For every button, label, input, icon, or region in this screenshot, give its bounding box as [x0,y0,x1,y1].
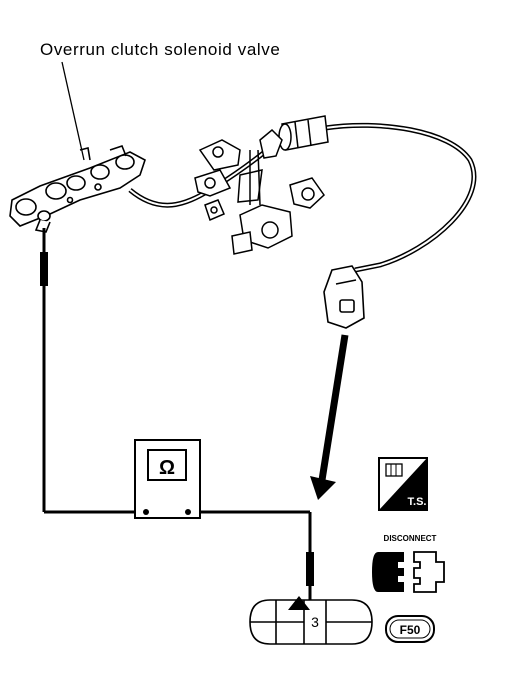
disconnect-label: DISCONNECT [384,534,437,543]
harness-connector [323,265,365,329]
probe-tip-left [40,252,48,286]
probe-lead-left [42,228,146,514]
connector-terminal-number: 3 [311,614,319,630]
probe-lead-right [188,510,312,612]
terminal-indicator-arrow [288,596,310,610]
harness-grommet [278,115,329,151]
pointer-arrow [310,334,349,500]
ts-icon-label: T.S. [408,496,427,508]
connector-code-label: F50 [400,623,421,637]
callout-leader-line [61,61,85,161]
ohmmeter [134,439,201,519]
other-solenoids [194,128,325,255]
disconnect-icon [372,551,445,593]
connector-face [249,599,373,645]
ohm-symbol: Ω [159,457,175,479]
ts-icon [378,457,428,511]
solenoid-valve-callout-label: Overrun clutch solenoid valve [40,40,281,59]
solenoid-valve-body [9,145,146,233]
connector-code-badge [385,615,435,643]
probe-tip-right [306,552,314,586]
